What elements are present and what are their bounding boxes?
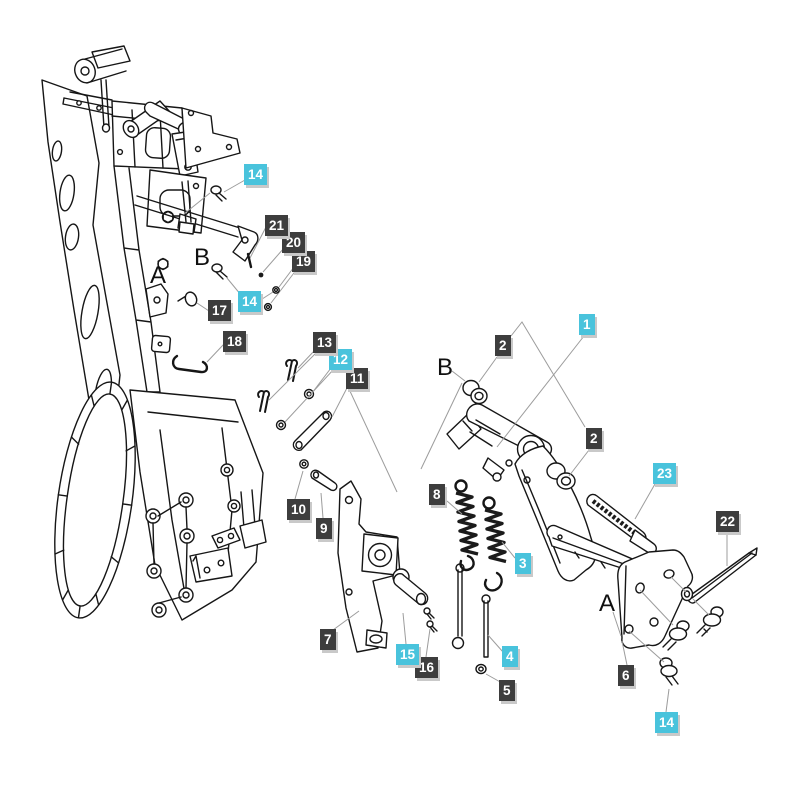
pin-21 [246,252,280,312]
part-callout[interactable]: 6 [618,665,634,686]
linkage-small-parts [257,358,338,492]
part-callout[interactable]: 3 [515,553,531,574]
part-callout[interactable]: 14 [244,164,268,185]
support-plate-7 [337,480,438,653]
part-callout[interactable]: 18 [223,331,247,352]
flange-bolt-right [696,606,724,637]
part-callout[interactable]: 21 [265,215,289,236]
flange-bolt-mid [662,620,690,651]
part-callout[interactable]: 17 [208,300,232,321]
reference-letter: A [599,590,616,617]
reference-letter: B [194,244,211,271]
nut-5 [475,663,487,675]
plug-17 [177,291,198,307]
spring-3 [482,496,507,592]
fasteners-16 [423,607,438,633]
return-springs [451,479,507,675]
part-callout[interactable]: 23 [653,463,677,484]
part-callout[interactable]: 19 [292,251,316,272]
part-callout[interactable]: 10 [287,499,311,520]
main-frame-assembly [41,45,259,445]
clip-18 [171,354,209,374]
leader-lines [183,179,728,713]
bushing-2-left [462,379,488,405]
mounting-bracket-6 [617,547,758,686]
pedal-lever-assembly [446,379,657,582]
part-callout[interactable]: 20 [282,232,306,253]
rod-4 [481,594,491,658]
bushing-2-right [546,462,576,490]
part-callout[interactable]: 4 [502,646,518,667]
part-callout[interactable]: 2 [586,428,602,449]
part-callout[interactable]: 8 [429,484,445,505]
bolt-14-bottom [659,657,679,686]
spring-rod-left [451,563,465,650]
part-callout[interactable]: 13 [313,332,337,353]
part-callout[interactable]: 9 [316,518,332,539]
part-callout[interactable]: 22 [716,511,740,532]
part-callout[interactable]: 1 [579,314,595,335]
part-callout[interactable]: 15 [396,644,420,665]
washer-20 [258,272,264,278]
reference-letter: B [437,354,454,381]
part-callout[interactable]: 5 [499,680,515,701]
part-callout[interactable]: 14 [655,712,679,733]
spring-8 [454,479,479,572]
bolt-14-top [210,185,227,202]
part-callout[interactable]: 7 [320,629,336,650]
washer-19b [263,302,273,312]
part-callout[interactable]: 11 [346,368,369,389]
roller-15 [392,568,429,606]
reference-letter: A [150,262,167,289]
part-callout[interactable]: 14 [238,291,262,312]
part-callout[interactable]: 16 [415,657,439,678]
pedal-pad-23 [586,493,657,555]
washer-19a [272,286,280,294]
transmission-housing [54,381,267,621]
bolt-14-mid [211,263,228,280]
part-callout[interactable]: 2 [495,335,511,356]
part-callout[interactable]: 12 [329,349,353,370]
pin-22 [687,547,758,604]
